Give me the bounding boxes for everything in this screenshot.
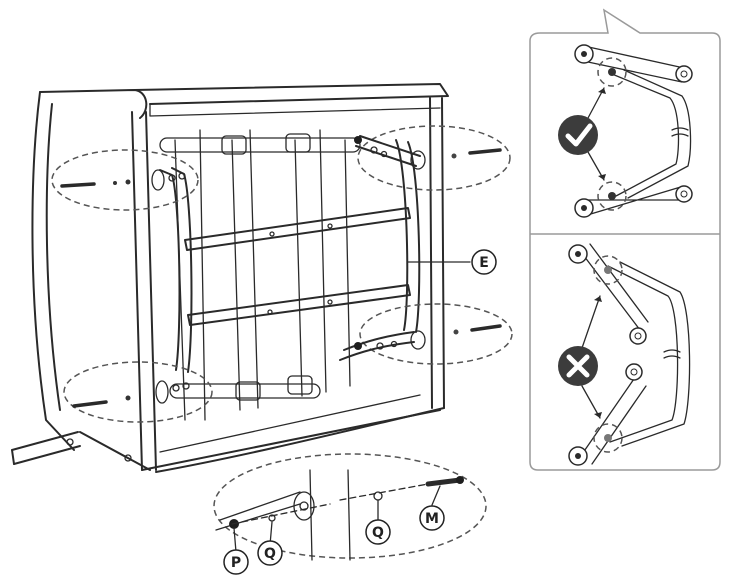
- callout-q-left-label: Q: [264, 546, 276, 562]
- callout-q-right-label: Q: [372, 525, 384, 541]
- callout-e: E: [471, 249, 497, 275]
- part-e-frame: [159, 139, 471, 373]
- correct-configuration: [574, 44, 693, 218]
- seat-webbing: [159, 129, 361, 421]
- callout-m: M: [419, 505, 445, 531]
- callout-m-label: M: [425, 511, 439, 527]
- detail-hardware-stack: [213, 453, 487, 561]
- hardware-group-top-left: [51, 149, 199, 211]
- callout-q-right: Q: [365, 519, 391, 545]
- check-badge: [558, 115, 598, 155]
- hardware-group-bottom-right: [339, 303, 513, 365]
- check-icon: [565, 123, 593, 147]
- callout-q-left: Q: [257, 540, 283, 566]
- chair-frame: [11, 83, 449, 473]
- callout-e-label: E: [479, 255, 489, 271]
- hardware-group-top-right: [354, 125, 511, 191]
- callout-p-label: P: [231, 555, 241, 571]
- cross-icon: [566, 354, 590, 378]
- incorrect-configuration: [568, 243, 691, 466]
- callout-p: P: [223, 549, 249, 575]
- hardware-group-bottom-left: [63, 361, 213, 423]
- cross-badge: [558, 346, 598, 386]
